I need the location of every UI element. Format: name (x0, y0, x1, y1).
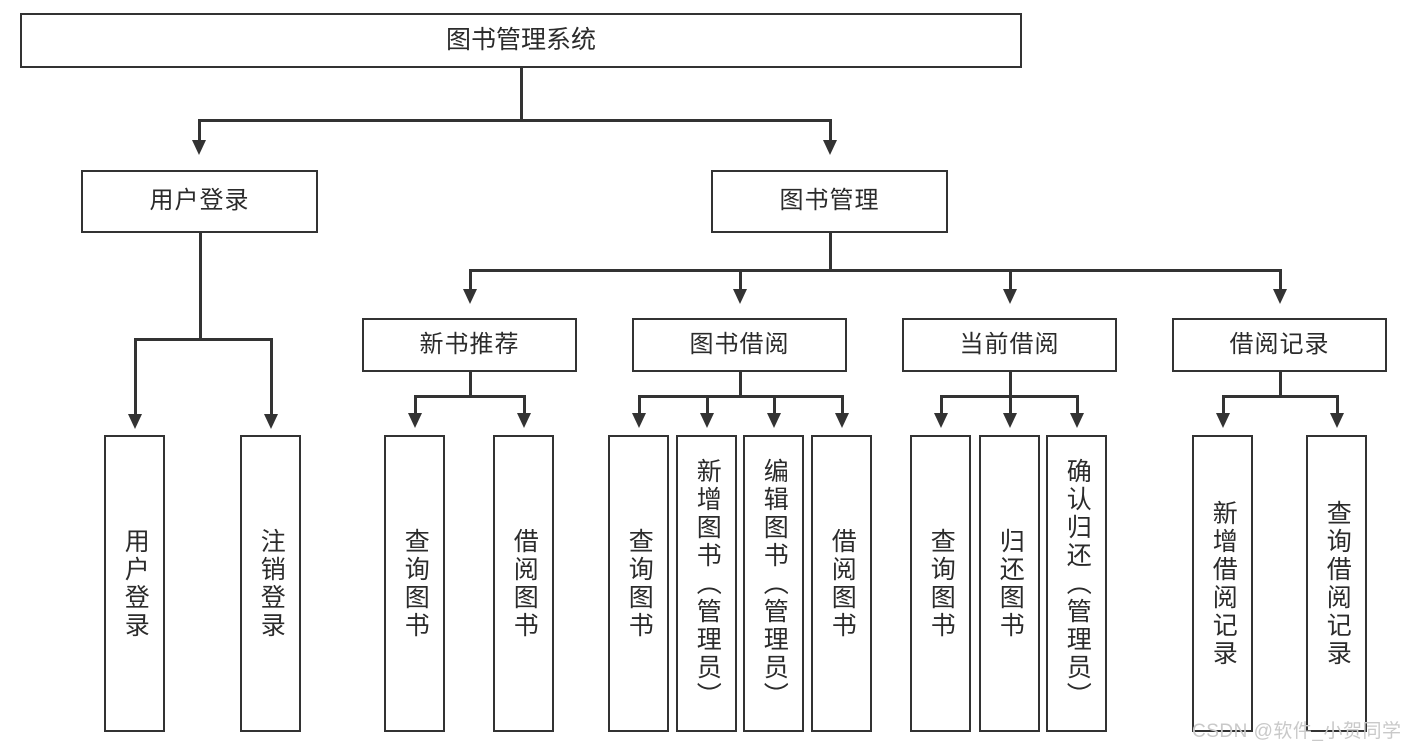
arrow-borrow-record-leaf-2 (1330, 413, 1344, 428)
connector-root-to-book-manage (829, 119, 832, 142)
connector-book-borrow-drop-4 (841, 395, 844, 415)
node-current-borrow[interactable]: 当前借阅 (902, 318, 1117, 372)
arrow-book-borrow-leaf-1 (632, 413, 646, 428)
node-label: 图书管理 (779, 187, 880, 215)
connector-new-book-drop-1 (414, 395, 417, 415)
node-label: 图书管理系统 (445, 25, 596, 54)
leaf-current-return-book[interactable]: 归还图书 (979, 435, 1040, 732)
node-label: 用户登录 (149, 187, 250, 215)
node-label: 借阅记录 (1229, 330, 1330, 358)
connector-user-login-stem (199, 233, 202, 340)
node-label: 查询图书 (625, 527, 654, 640)
node-label: 借阅图书 (828, 527, 857, 640)
connector-root-stem (520, 68, 523, 120)
arrow-level3-borrow-record (1273, 289, 1287, 304)
node-label: 当前借阅 (959, 330, 1060, 358)
arrow-root-to-user-login (192, 140, 206, 155)
connector-level3-drop-1 (469, 269, 472, 291)
connector-new-book-bus (414, 395, 525, 398)
connector-current-borrow-drop-1 (940, 395, 943, 415)
leaf-record-add[interactable]: 新增借阅记录 (1192, 435, 1253, 732)
leaf-user-login[interactable]: 用户登录 (104, 435, 165, 732)
leaf-logout[interactable]: 注销登录 (240, 435, 301, 732)
connector-new-book-drop-2 (523, 395, 526, 415)
arrow-user-login-leaf-2 (264, 414, 278, 429)
node-label: 用户登录 (121, 527, 150, 640)
connector-book-manage-stem (829, 233, 832, 271)
arrow-book-borrow-leaf-2 (700, 413, 714, 428)
node-book-management[interactable]: 图书管理 (711, 170, 948, 233)
arrow-new-book-leaf-2 (517, 413, 531, 428)
leaf-current-confirm-return[interactable]: 确认归还（管理员） (1046, 435, 1107, 732)
node-label: 新增借阅记录 (1209, 499, 1238, 668)
connector-level3-drop-3 (1009, 269, 1012, 291)
node-label: 新增图书（管理员） (693, 457, 722, 710)
connector-current-borrow-drop-2 (1009, 395, 1012, 415)
node-label: 借阅图书 (510, 527, 539, 640)
arrow-borrow-record-leaf-1 (1216, 413, 1230, 428)
arrow-root-to-book-manage (823, 140, 837, 155)
connector-borrow-record-stem (1279, 372, 1282, 397)
leaf-current-query-book[interactable]: 查询图书 (910, 435, 971, 732)
connector-book-borrow-drop-3 (773, 395, 776, 415)
connector-book-borrow-bus (638, 395, 842, 398)
connector-book-borrow-stem (739, 372, 742, 397)
connector-level3-bus (469, 269, 1279, 272)
connector-level3-drop-4 (1279, 269, 1282, 291)
connector-book-borrow-drop-2 (706, 395, 709, 415)
node-label: 注销登录 (257, 527, 286, 640)
connector-borrow-record-drop-1 (1222, 395, 1225, 415)
node-root-library-system[interactable]: 图书管理系统 (20, 13, 1022, 68)
node-new-book-recommend[interactable]: 新书推荐 (362, 318, 577, 372)
connector-root-to-user-login (198, 119, 201, 142)
leaf-borrow-borrow-book[interactable]: 借阅图书 (811, 435, 872, 732)
connector-user-login-drop-1 (134, 338, 137, 416)
leaf-new-book-query[interactable]: 查询图书 (384, 435, 445, 732)
node-label: 图书借阅 (689, 330, 790, 358)
connector-user-login-drop-2 (270, 338, 273, 416)
node-book-borrow[interactable]: 图书借阅 (632, 318, 847, 372)
node-user-login[interactable]: 用户登录 (81, 170, 318, 233)
node-label: 查询图书 (927, 527, 956, 640)
node-label: 归还图书 (996, 527, 1025, 640)
connector-borrow-record-drop-2 (1336, 395, 1339, 415)
arrow-level3-new-book (463, 289, 477, 304)
arrow-level3-current-borrow (1003, 289, 1017, 304)
connector-current-borrow-drop-3 (1076, 395, 1079, 415)
leaf-borrow-edit-book[interactable]: 编辑图书（管理员） (743, 435, 804, 732)
arrow-current-borrow-leaf-2 (1003, 413, 1017, 428)
leaf-record-query[interactable]: 查询借阅记录 (1306, 435, 1367, 732)
connector-book-borrow-drop-1 (638, 395, 641, 415)
arrow-current-borrow-leaf-3 (1070, 413, 1084, 428)
arrow-current-borrow-leaf-1 (934, 413, 948, 428)
node-label: 编辑图书（管理员） (760, 457, 789, 710)
leaf-borrow-query-book[interactable]: 查询图书 (608, 435, 669, 732)
arrow-user-login-leaf-1 (128, 414, 142, 429)
connector-user-login-bus (134, 338, 271, 341)
node-label: 查询图书 (401, 527, 430, 640)
connector-new-book-stem (469, 372, 472, 397)
connector-current-borrow-stem (1009, 372, 1012, 397)
arrow-level3-book-borrow (733, 289, 747, 304)
connector-root-bus (198, 119, 832, 122)
watermark-csdn: CSDN @软件_小贺同学 (1192, 721, 1402, 742)
node-label: 确认归还（管理员） (1063, 457, 1092, 710)
leaf-borrow-add-book[interactable]: 新增图书（管理员） (676, 435, 737, 732)
node-label: 新书推荐 (419, 330, 520, 358)
arrow-book-borrow-leaf-4 (835, 413, 849, 428)
connector-level3-drop-2 (739, 269, 742, 291)
leaf-new-book-borrow[interactable]: 借阅图书 (493, 435, 554, 732)
arrow-new-book-leaf-1 (408, 413, 422, 428)
connector-borrow-record-bus (1222, 395, 1338, 398)
node-label: 查询借阅记录 (1323, 499, 1352, 668)
arrow-book-borrow-leaf-3 (767, 413, 781, 428)
node-borrow-record[interactable]: 借阅记录 (1172, 318, 1387, 372)
